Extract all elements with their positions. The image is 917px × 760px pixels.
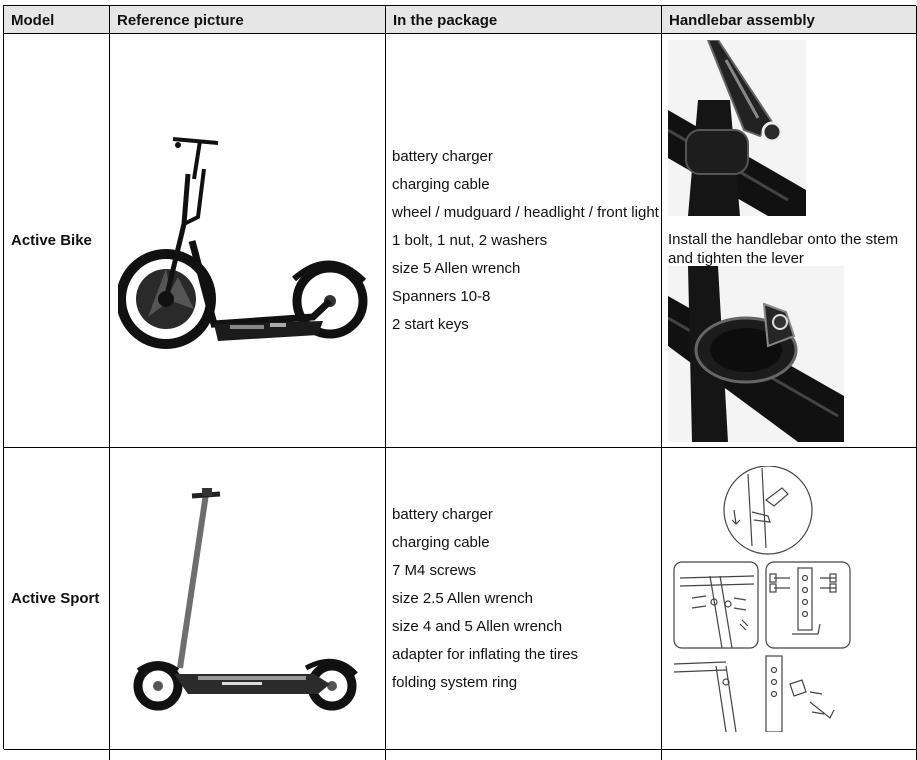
header-model: Model xyxy=(4,6,110,34)
kick-bike-image xyxy=(118,137,368,349)
next-row-model-cell xyxy=(4,750,110,760)
package-item: Spanners 10-8 xyxy=(392,287,491,305)
model-active-sport: Active Sport xyxy=(4,448,110,750)
handlebar-assembly-active-sport xyxy=(662,448,917,750)
handlebar-lever-open-photo xyxy=(668,40,806,216)
package-item: 7 M4 screws xyxy=(392,561,477,579)
package-item: size 4 and 5 Allen wrench xyxy=(392,617,563,635)
header-in-the-package: In the package xyxy=(386,6,662,34)
package-item: 2 start keys xyxy=(392,315,469,333)
package-item: battery charger xyxy=(392,147,493,165)
package-item: wheel / mudguard / headlight / front lig… xyxy=(392,203,659,221)
handlebar-lever-closed-photo xyxy=(668,266,844,442)
package-list-active-sport: battery charger charging cable 7 M4 scre… xyxy=(386,448,662,750)
header-reference-picture: Reference picture xyxy=(110,6,386,34)
handlebar-assembly-diagram xyxy=(673,466,851,732)
package-list-active-bike: battery charger charging cable wheel / m… xyxy=(386,34,662,448)
model-name: Active Bike xyxy=(11,232,92,249)
header-handlebar-assembly: Handlebar assembly xyxy=(662,6,917,34)
next-row-picture-cell xyxy=(110,750,386,760)
model-active-bike: Active Bike xyxy=(4,34,110,448)
model-name: Active Sport xyxy=(11,590,100,607)
handlebar-assembly-active-bike: Install the handlebar onto the stem and … xyxy=(662,34,917,448)
reference-picture-active-bike xyxy=(110,34,386,448)
handlebar-instruction: Install the handlebar onto the stem and … xyxy=(668,231,899,267)
next-row-package-cell xyxy=(386,750,662,760)
package-item: size 5 Allen wrench xyxy=(392,259,521,277)
package-item: folding system ring xyxy=(392,673,518,691)
reference-picture-active-sport xyxy=(110,448,386,750)
package-item: charging cable xyxy=(392,175,490,193)
electric-scooter-image xyxy=(133,488,358,711)
next-row-handlebar-cell xyxy=(662,750,917,760)
package-item: size 2.5 Allen wrench xyxy=(392,589,533,607)
package-item: battery charger xyxy=(392,505,493,523)
package-contents-table: Model Reference picture In the package H… xyxy=(3,5,917,760)
package-item: adapter for inflating the tires xyxy=(392,645,578,663)
package-item: charging cable xyxy=(392,533,490,551)
package-item: 1 bolt, 1 nut, 2 washers xyxy=(392,231,548,249)
